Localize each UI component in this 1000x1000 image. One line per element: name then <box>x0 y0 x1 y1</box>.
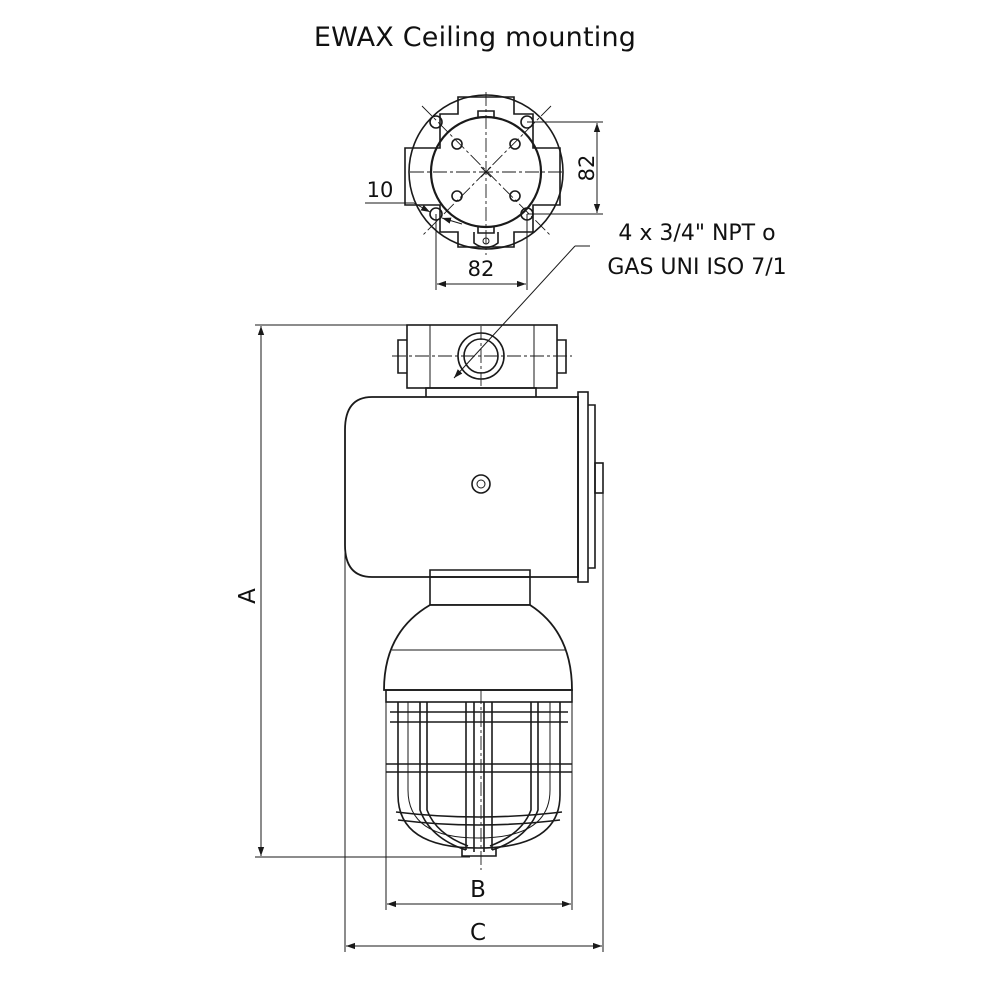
dimension-label-top-height: 82 <box>575 155 599 182</box>
dimension-overall-height: A <box>235 324 470 858</box>
dimension-overall-width: C <box>344 493 604 952</box>
luminaire-side-view <box>344 324 604 870</box>
dimension-guard-width: B <box>385 700 573 910</box>
dimension-top-height: 82 <box>527 121 603 215</box>
page-title: EWAX Ceiling mounting <box>313 22 637 53</box>
dimension-label-guard-width: B <box>470 877 486 903</box>
dimension-label-top-width: 82 <box>468 257 495 281</box>
dimension-label-overall-width: C <box>470 920 486 946</box>
dimension-hole: 10 <box>365 178 463 225</box>
dimension-label-hole: 10 <box>367 178 394 202</box>
callout-line-1: 4 x 3/4" NPT o <box>618 221 775 246</box>
dimension-label-overall-height: A <box>235 588 261 604</box>
callout-line-2: GAS UNI ISO 7/1 <box>607 255 786 280</box>
top-view <box>404 92 565 255</box>
dimension-top-width: 82 <box>435 214 528 290</box>
conduit-callout: 4 x 3/4" NPT o GAS UNI ISO 7/1 <box>453 221 787 379</box>
